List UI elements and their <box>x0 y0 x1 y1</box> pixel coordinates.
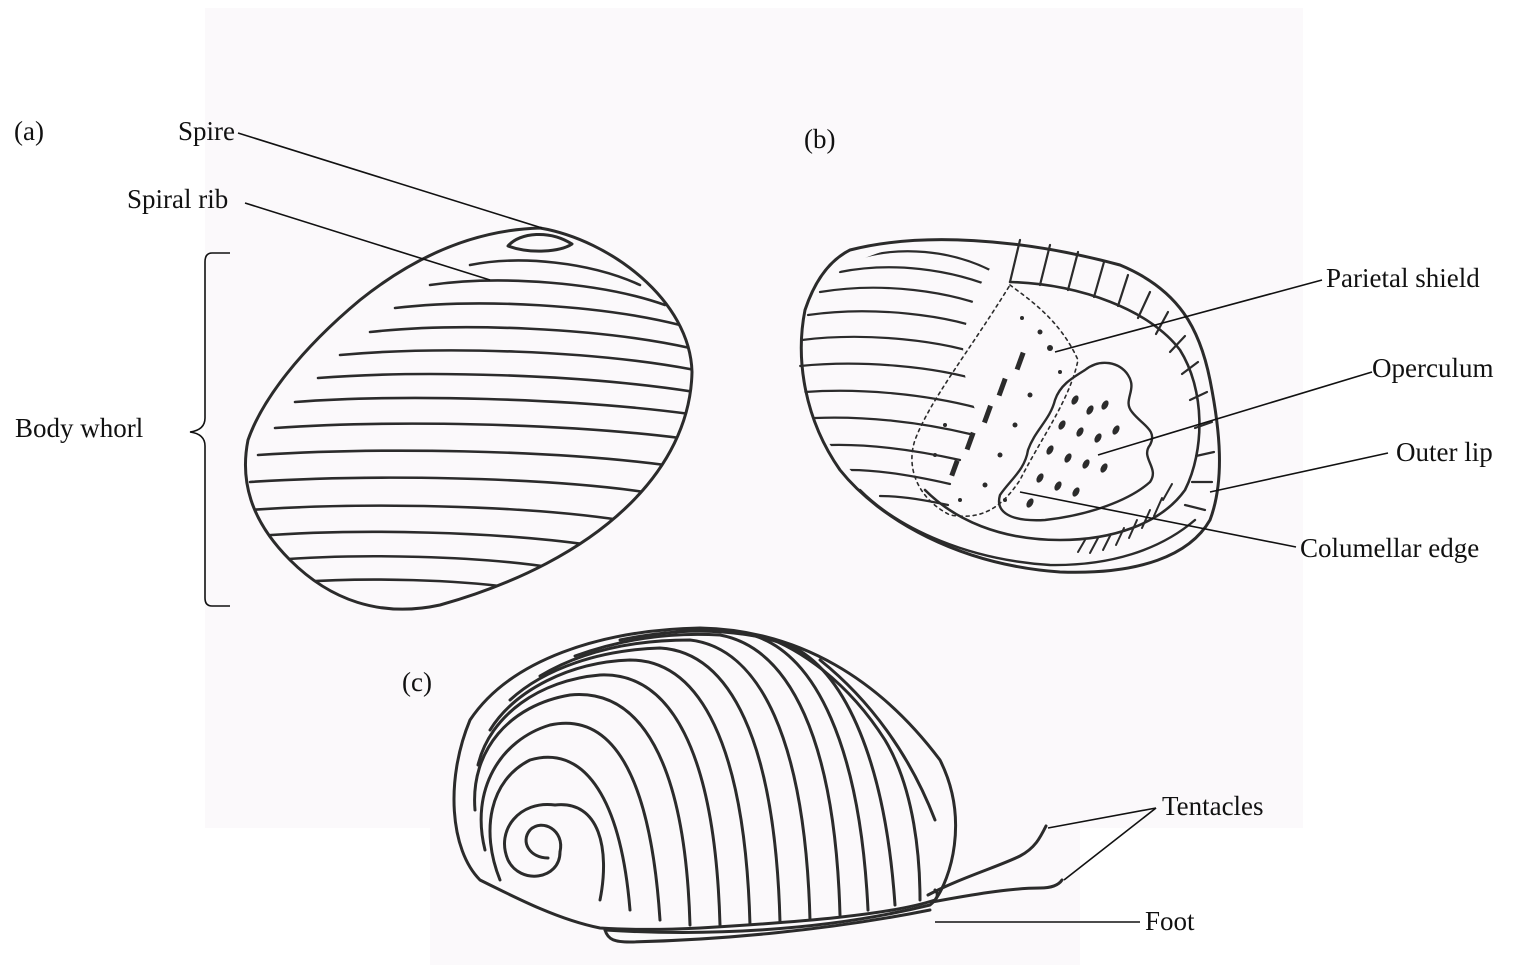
panel-a-tag: (a) <box>14 116 44 146</box>
operculum-label: Operculum <box>1372 353 1493 383</box>
outer-lip-label: Outer lip <box>1396 437 1493 467</box>
spire-label: Spire <box>178 116 235 146</box>
body-whorl-label: Body whorl <box>15 413 143 443</box>
panel-b-tag: (b) <box>804 124 835 154</box>
foot-label: Foot <box>1145 906 1195 936</box>
spiral-rib-label: Spiral rib <box>127 184 228 214</box>
tentacles-label: Tentacles <box>1162 791 1264 821</box>
columellar-edge-label: Columellar edge <box>1300 533 1479 563</box>
panel-background-bottom <box>430 620 1080 965</box>
panel-c-tag: (c) <box>402 667 432 697</box>
parietal-shield-label: Parietal shield <box>1326 263 1480 293</box>
